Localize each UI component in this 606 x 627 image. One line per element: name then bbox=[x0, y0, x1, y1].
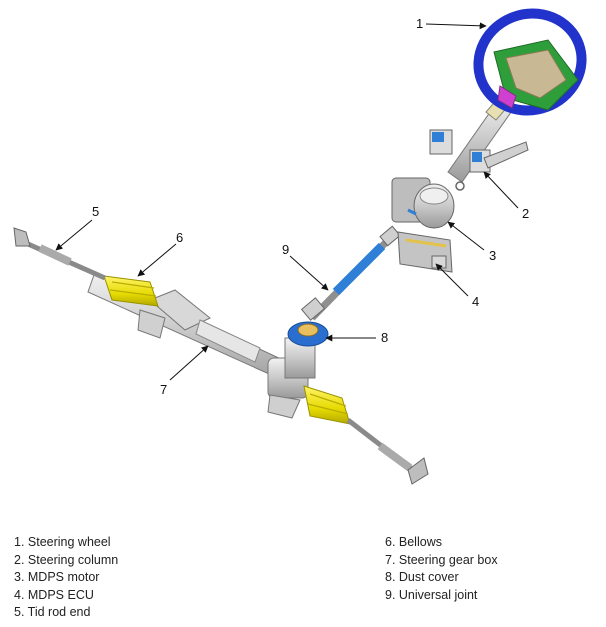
tie-rod-left bbox=[13, 227, 107, 281]
legend-item-steering-wheel: 1. Steering wheel bbox=[14, 535, 111, 549]
bellows-right bbox=[303, 385, 351, 425]
callout-3: 3 bbox=[489, 248, 497, 263]
bellows-left bbox=[103, 275, 159, 307]
callout-1: 1 bbox=[416, 16, 424, 31]
callout-2: 2 bbox=[522, 206, 530, 221]
mdps-ecu bbox=[397, 231, 453, 273]
legend-item-dust-cover: 8. Dust cover bbox=[385, 570, 459, 584]
mdps-motor bbox=[391, 177, 455, 229]
legend-right: 6. Bellows 7. Steering gear box 8. Dust … bbox=[385, 534, 498, 604]
legend-item-mdps-ecu: 4. MDPS ECU bbox=[14, 587, 94, 602]
tie-rod-right bbox=[346, 418, 429, 485]
callout-6: 6 bbox=[176, 230, 184, 245]
legend-item-steering-gear-box: 7. Steering gear box bbox=[385, 552, 498, 567]
steering-column bbox=[429, 95, 529, 191]
callout-8: 8 bbox=[381, 330, 389, 345]
legend-item-steering-column: 2. Steering column bbox=[14, 552, 119, 567]
dust-cover bbox=[287, 321, 329, 347]
legend-left: 1. Steering wheel 2. Steering column 3. … bbox=[14, 534, 118, 622]
callout-9: 9 bbox=[282, 242, 290, 257]
legend-item-universal-joint: 9. Universal joint bbox=[385, 587, 478, 602]
legend-item-tie-rod-end: 5. Tid rod end bbox=[14, 605, 91, 619]
callout-4: 4 bbox=[472, 294, 480, 309]
steering-system-diagram bbox=[13, 8, 587, 485]
universal-joint bbox=[300, 225, 401, 321]
callout-7: 7 bbox=[160, 382, 168, 397]
steering-wheel bbox=[473, 8, 587, 116]
legend-item-bellows: 6. Bellows bbox=[385, 535, 442, 549]
legend-item-mdps-motor: 3. MDPS motor bbox=[14, 570, 100, 584]
callout-arrows bbox=[55, 22, 519, 381]
callout-5: 5 bbox=[92, 204, 100, 219]
